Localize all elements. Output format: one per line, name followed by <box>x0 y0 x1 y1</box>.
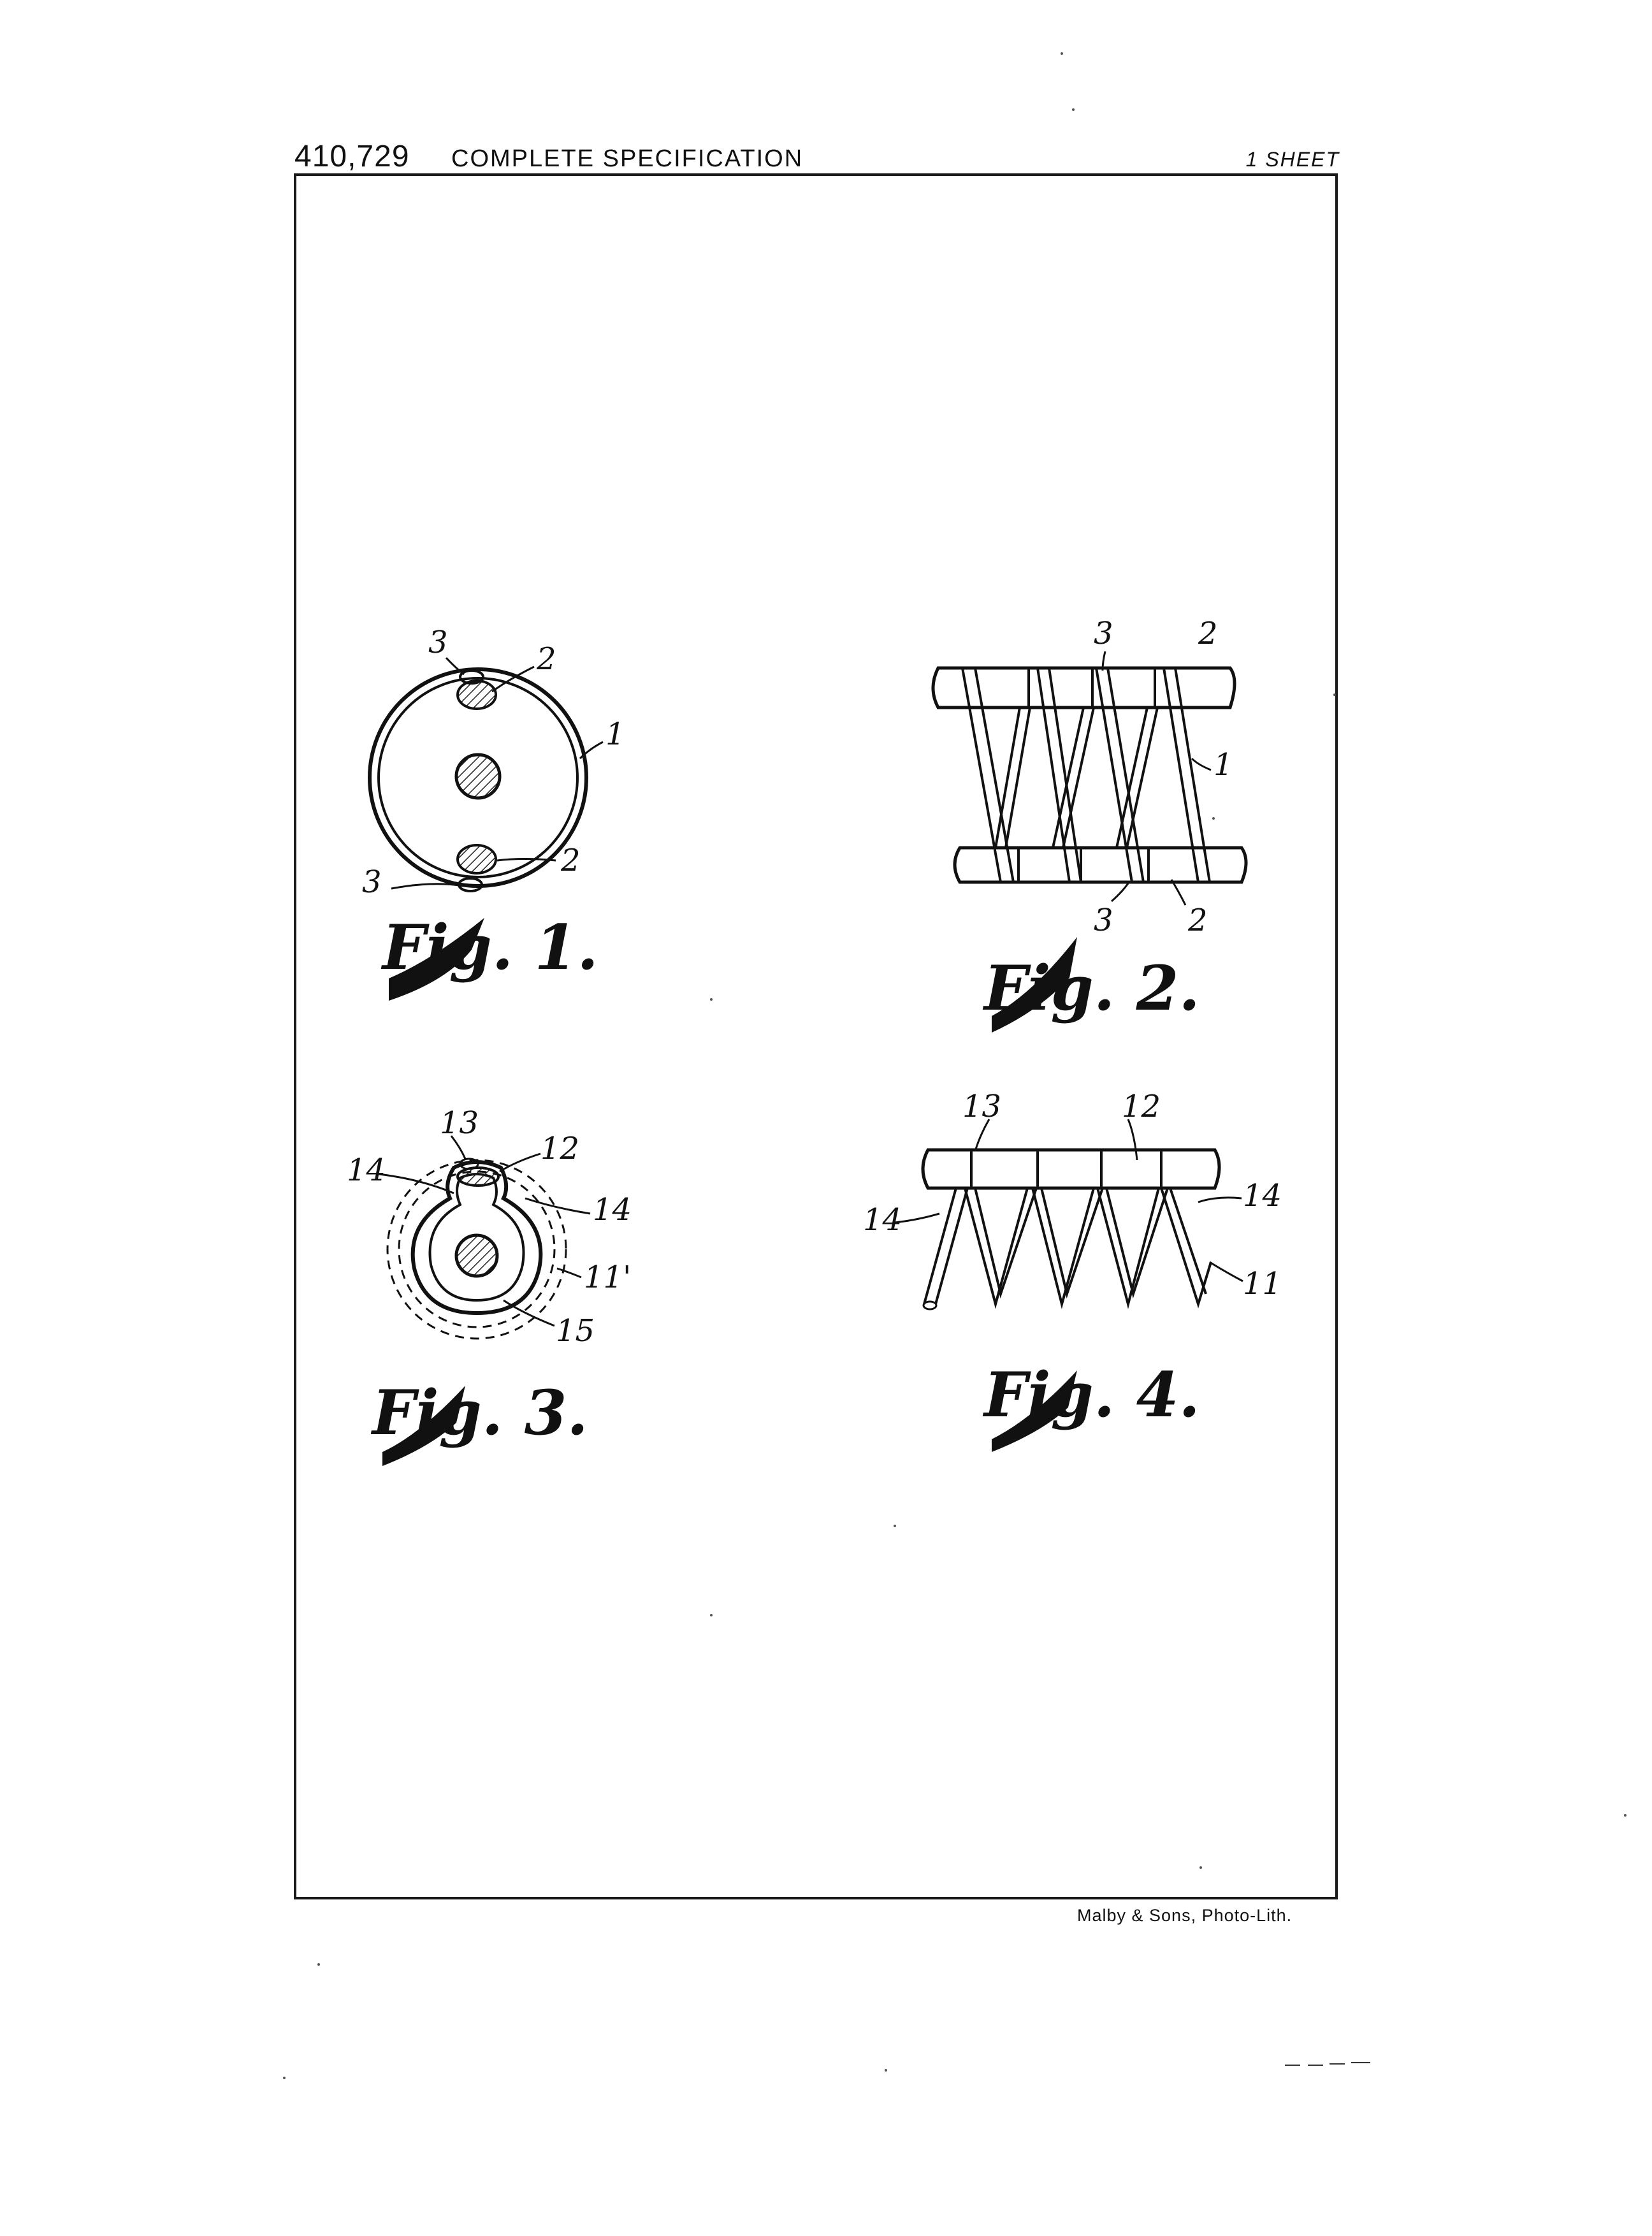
fig1-caption: Fig. 1. <box>380 911 598 984</box>
printer-credit: Malby & Sons, Photo-Lith. <box>1077 1906 1292 1926</box>
figure-4: 13 12 14 14 11 Fig. 4. <box>863 1089 1282 1452</box>
fig3-center-rod <box>456 1235 497 1276</box>
fig2-label-1: 1 <box>1214 747 1233 783</box>
fig3-caption: Fig. 3. <box>370 1377 588 1449</box>
scan-specks <box>283 52 1627 2079</box>
fig1-label-2-bottom: 2 <box>560 843 581 878</box>
fig4-caption: Fig. 4. <box>982 1359 1200 1431</box>
fig3-label-13: 13 <box>440 1105 479 1141</box>
figure-2: 3 2 1 3 2 Fig. 2. <box>933 616 1246 1033</box>
fig4-label-12: 12 <box>1122 1089 1161 1124</box>
fig3-label-14-right: 14 <box>593 1192 632 1228</box>
scan-marks <box>1285 2063 1370 2065</box>
fig1-label-2-top: 2 <box>536 641 556 677</box>
fig3-label-15: 15 <box>556 1313 595 1349</box>
fig4-label-14-right: 14 <box>1243 1178 1282 1214</box>
fig1-center-rod <box>456 755 500 798</box>
fig1-label-1: 1 <box>605 716 625 752</box>
fig1-label-3-bottom: 3 <box>362 864 382 900</box>
fig4-label-11: 11 <box>1243 1266 1282 1302</box>
fig1-top-rod <box>458 681 496 709</box>
fig4-top-bar <box>923 1150 1219 1188</box>
fig2-label-2-bottom: 2 <box>1187 903 1208 938</box>
fig2-label-2-top: 2 <box>1198 616 1218 651</box>
fig3-label-14-left: 14 <box>347 1152 386 1188</box>
fig1-label-3-top: 3 <box>428 625 448 660</box>
fig3-top-rod <box>458 1168 498 1186</box>
fig3-label-12: 12 <box>540 1131 579 1166</box>
fig1-bottom-rod <box>458 845 496 873</box>
fig2-label-3-top: 3 <box>1094 616 1113 651</box>
fig2-caption: Fig. 2. <box>982 952 1200 1024</box>
fig4-label-14-left: 14 <box>863 1202 902 1238</box>
figure-3: 13 12 14 14 11' 15 Fig. 3. <box>347 1105 632 1466</box>
fig3-label-11prime: 11' <box>584 1260 631 1295</box>
fig4-label-13: 13 <box>962 1089 1001 1124</box>
figure-1: 3 2 1 3 2 Fig. 1. <box>362 625 625 1001</box>
fig2-label-3-bottom: 3 <box>1094 903 1113 938</box>
